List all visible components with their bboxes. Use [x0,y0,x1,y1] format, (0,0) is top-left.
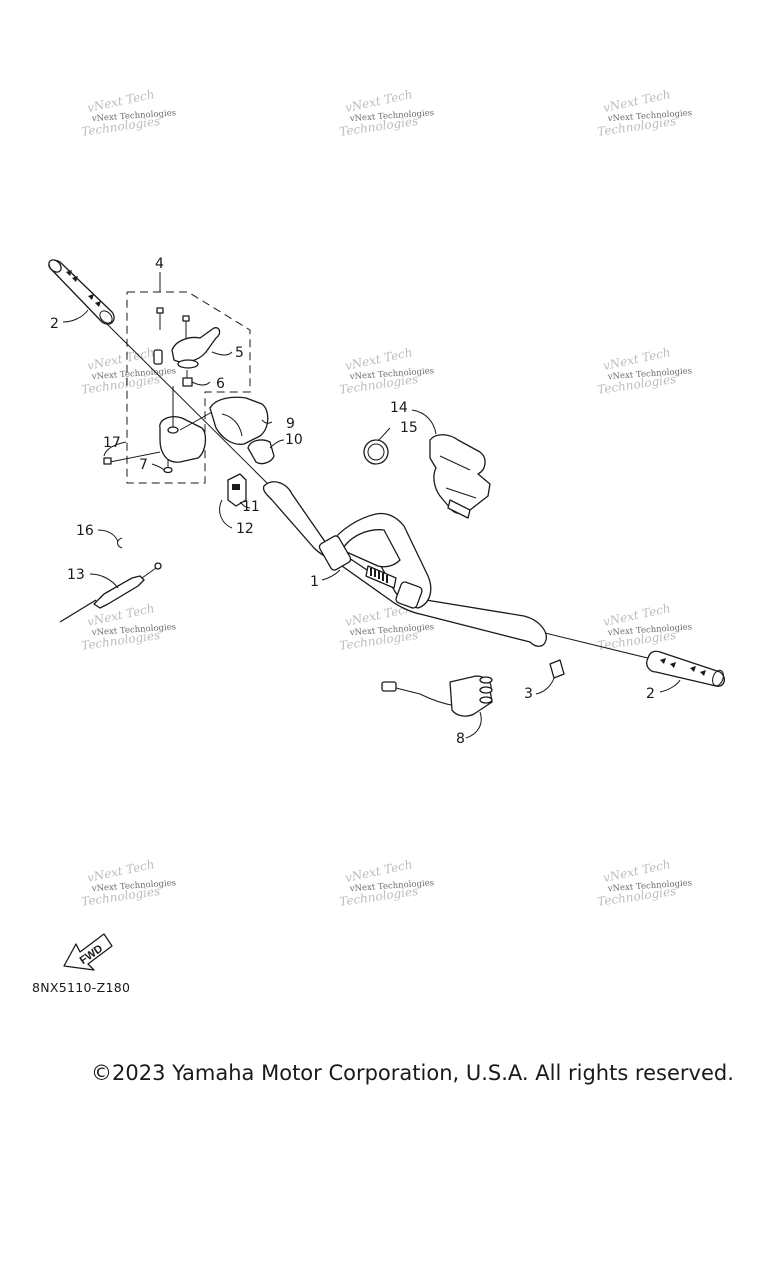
watermark: vNext Tech vNext Technologies Technologi… [338,87,434,139]
handlebar-part-1[interactable] [262,481,547,647]
right-grip-part-2[interactable] [646,650,726,687]
switch-housing-part-14[interactable] [429,434,491,519]
callout-2-left: 2 [50,316,59,332]
cap-part-10[interactable] [247,439,275,465]
callouts: 1 2 2 3 4 5 6 7 8 9 10 11 12 13 14 15 16… [50,256,655,747]
callout-8: 8 [456,731,465,747]
copyright-notice: ©2023 Yamaha Motor Corporation, U.S.A. A… [91,1061,734,1085]
throttle-cable-part-13[interactable] [59,562,162,623]
screw-part-7[interactable] [163,460,173,474]
watermark: vNext Tech vNext Technologies Technologi… [80,857,176,909]
throttle-housing[interactable] [159,386,207,463]
callout-1: 1 [310,574,319,590]
callout-7: 7 [139,457,148,473]
callout-10: 10 [285,432,303,448]
end-plug-part-3[interactable] [549,659,565,679]
callout-2-right: 2 [646,686,655,702]
callout-6: 6 [216,376,225,392]
callout-14: 14 [390,400,408,416]
nut-part-6[interactable] [182,370,193,387]
callout-11: 11 [242,499,260,515]
watermark: vNext Tech vNext Technologies Technologi… [596,601,692,653]
watermark: vNext Tech vNext Technologies Technologi… [80,601,176,653]
left-assembly-axis [104,321,273,489]
ring-part-15[interactable] [363,439,389,465]
cover-part-9[interactable] [179,396,269,445]
callout-17: 17 [103,435,121,451]
watermark: vNext Tech vNext Technologies Technologi… [596,87,692,139]
callout-13: 13 [67,567,85,583]
callout-12: 12 [236,521,254,537]
diagram-code: 8NX5110-Z180 [32,980,131,995]
throttle-assembly-boundary [126,291,251,484]
watermark-grid: vNext Tech vNext Technologies Technologi… [80,87,692,909]
callout-5: 5 [235,345,244,361]
watermark: vNext Tech vNext Technologies Technologi… [338,857,434,909]
callout-9: 9 [286,416,295,432]
watermark: vNext Tech vNext Technologies Technologi… [596,857,692,909]
clip-part-11[interactable] [227,473,247,507]
callout-4: 4 [155,256,164,272]
callout-16: 16 [76,523,94,539]
watermark: vNext Tech vNext Technologies Technologi… [338,345,434,397]
screw-part-17[interactable] [103,451,161,465]
start-switch-part-8[interactable] [381,675,493,717]
leader-lines [62,309,681,739]
forward-direction-arrow: FWD [63,933,113,971]
clip-part-16[interactable] [117,537,123,549]
callout-15: 15 [400,420,418,436]
watermark: vNext Tech vNext Technologies Technologi… [80,87,176,139]
callout-3: 3 [524,686,533,702]
watermark: vNext Tech vNext Technologies Technologi… [596,345,692,397]
throttle-lever-part-5[interactable] [153,307,221,369]
left-grip-part-2[interactable] [47,258,115,326]
